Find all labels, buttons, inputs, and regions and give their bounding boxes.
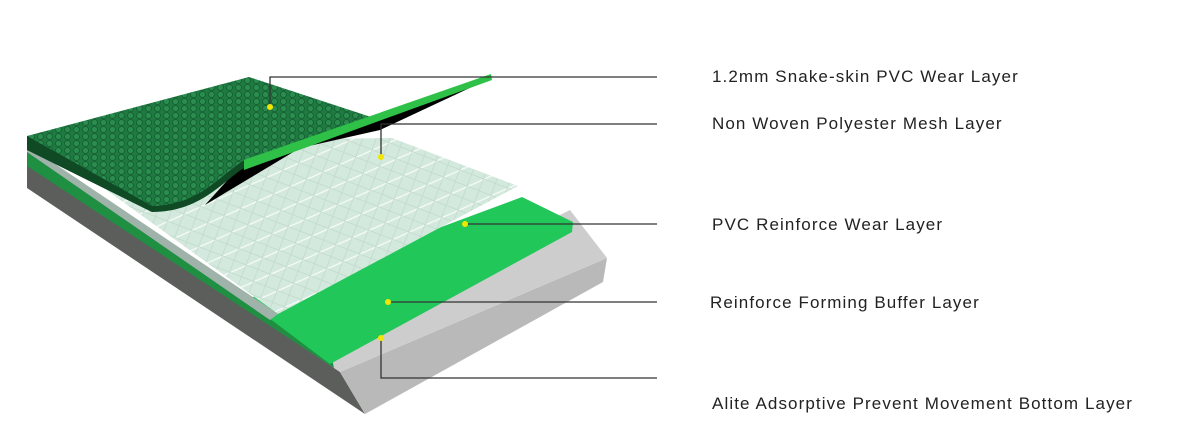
markers: [267, 104, 468, 341]
leader-lines: [269, 76, 657, 379]
bottom-layer-left-face: [27, 160, 365, 414]
bottom-layer-front-face: [340, 258, 607, 414]
marker-dot: [378, 335, 384, 341]
leader-bottom: [380, 338, 657, 379]
mesh-edge: [27, 145, 278, 320]
wear-layer-top: [27, 77, 371, 212]
wear-layer-flap: [244, 74, 492, 170]
wear-layer-underside: [205, 78, 491, 205]
label-bottom-layer: Alite Adsorptive Prevent Movement Bottom…: [712, 394, 1133, 413]
marker-dot: [378, 154, 384, 160]
marker-dot: [385, 299, 391, 305]
label-reinforce-layer: PVC Reinforce Wear Layer: [712, 215, 944, 234]
leader-mesh: [380, 123, 657, 157]
reinforce-layer-top: [245, 197, 573, 364]
label-buffer-layer: Reinforce Forming Buffer Layer: [710, 293, 980, 312]
leader-wear: [269, 76, 657, 107]
marker-dot: [462, 221, 468, 227]
marker-dot: [267, 104, 273, 110]
wear-layer-edge: [27, 136, 244, 212]
label-wear-layer: 1.2mm Snake-skin PVC Wear Layer: [712, 67, 1019, 86]
label-mesh-layer: Non Woven Polyester Mesh Layer: [712, 114, 1003, 133]
